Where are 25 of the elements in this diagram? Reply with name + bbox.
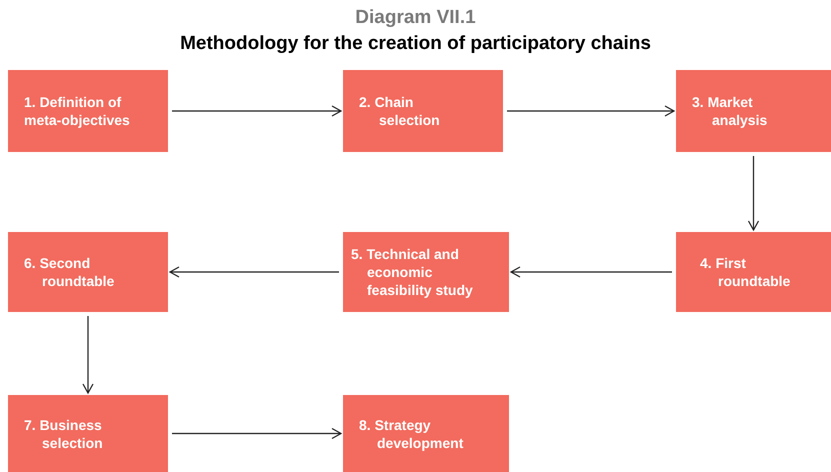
process-box xyxy=(8,395,168,472)
process-box xyxy=(8,70,168,152)
step-label: 7. Business selection xyxy=(24,416,104,452)
step-label: 1. Definition of meta-objectives xyxy=(24,93,131,129)
process-box xyxy=(343,395,509,472)
step-label: 5. Technical and economic feasibility study xyxy=(351,245,474,299)
process-box xyxy=(676,232,831,312)
diagram-number: Diagram VII.1 xyxy=(355,6,476,30)
step-label: 2. Chain selection xyxy=(359,93,441,129)
process-box xyxy=(676,70,831,152)
process-box xyxy=(8,232,168,312)
process-box xyxy=(343,232,509,312)
arrow xyxy=(172,105,342,117)
step-label: 4. First roundtable xyxy=(700,254,792,290)
process-box xyxy=(343,70,503,152)
arrow xyxy=(748,156,760,231)
arrow xyxy=(169,266,339,278)
step-label: 6. Second roundtable xyxy=(24,254,116,290)
step-label: 8. Strategy development xyxy=(359,416,464,452)
diagram-title: Methodology for the creation of participatory chains xyxy=(180,32,651,56)
arrow xyxy=(510,266,672,278)
step-label: 3. Market analysis xyxy=(692,93,768,129)
arrow xyxy=(82,316,94,394)
arrow xyxy=(507,105,675,117)
arrow xyxy=(172,428,342,440)
